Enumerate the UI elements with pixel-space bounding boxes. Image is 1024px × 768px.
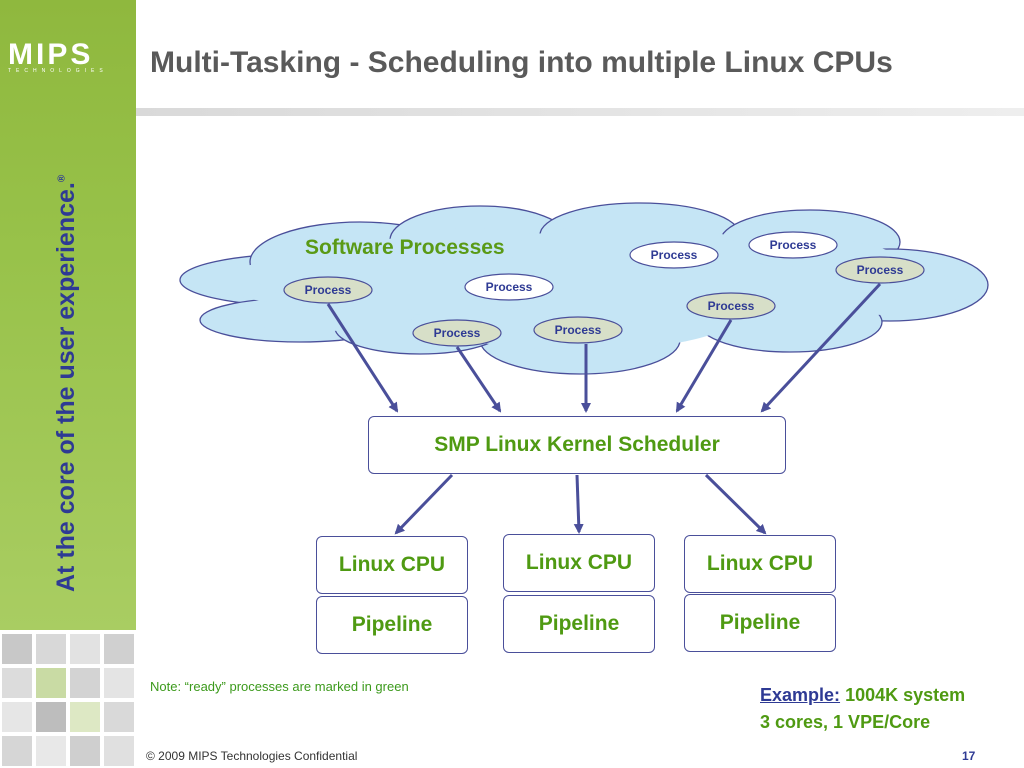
process-label: Process bbox=[555, 323, 602, 337]
footer-copyright: © 2009 MIPS Technologies Confidential bbox=[146, 749, 358, 763]
title-divider bbox=[136, 108, 1024, 116]
process-label: Process bbox=[434, 326, 481, 340]
pipeline-label: Pipeline bbox=[538, 612, 620, 635]
process-node: Process bbox=[686, 292, 776, 320]
cpu-label: Linux CPU bbox=[338, 553, 446, 576]
process-label: Process bbox=[708, 299, 755, 313]
logo-main-text: MIPS bbox=[8, 38, 94, 71]
process-node: Process bbox=[464, 273, 554, 301]
process-label: Process bbox=[651, 248, 698, 262]
logo-sub-text: TECHNOLOGIES bbox=[8, 68, 108, 74]
arrows bbox=[326, 282, 882, 535]
slide-title: Multi-Tasking - Scheduling into multiple… bbox=[150, 46, 893, 79]
cpu-label: Linux CPU bbox=[525, 551, 633, 574]
example-line1: 1004K system bbox=[845, 685, 966, 705]
process-node: Process bbox=[283, 276, 373, 304]
process-nodes: Process Process Process Process Process … bbox=[283, 231, 925, 347]
process-node: Process bbox=[533, 316, 623, 344]
cpu-box-2: Linux CPU bbox=[503, 534, 655, 592]
process-node: Process bbox=[835, 256, 925, 284]
process-label: Process bbox=[857, 263, 904, 277]
example-line2: 3 cores, 1 VPE/Core bbox=[760, 712, 931, 732]
pipeline-box-2: Pipeline bbox=[503, 595, 655, 653]
process-node: Process bbox=[412, 319, 502, 347]
pipeline-box-3: Pipeline bbox=[684, 594, 836, 652]
process-node: Process bbox=[748, 231, 838, 259]
page-number: 17 bbox=[962, 749, 976, 763]
cpu-label: Linux CPU bbox=[706, 552, 814, 575]
pipeline-label: Pipeline bbox=[719, 611, 801, 634]
cpu-box-1: Linux CPU bbox=[316, 536, 468, 594]
scheduler-label: SMP Linux Kernel Scheduler bbox=[434, 433, 720, 456]
process-label: Process bbox=[770, 238, 817, 252]
process-label: Process bbox=[486, 280, 533, 294]
process-node: Process bbox=[629, 241, 719, 269]
example-callout: Example: 1004K system 3 cores, 1 VPE/Cor… bbox=[760, 682, 965, 736]
mips-logo: MIPS TECHNOLOGIES bbox=[8, 38, 130, 75]
process-label: Process bbox=[305, 283, 352, 297]
cloud-label: Software Processes bbox=[305, 236, 505, 259]
pipeline-label: Pipeline bbox=[351, 613, 433, 636]
ready-note: Note: “ready” processes are marked in gr… bbox=[150, 679, 409, 694]
pipeline-box-1: Pipeline bbox=[316, 596, 468, 654]
decorative-grid bbox=[0, 630, 136, 768]
example-label: Example: bbox=[760, 685, 841, 705]
cpu-box-3: Linux CPU bbox=[684, 535, 836, 593]
sidebar-band: MIPS TECHNOLOGIES At the core of the use… bbox=[0, 0, 136, 630]
kernel-scheduler-box: SMP Linux Kernel Scheduler bbox=[368, 416, 786, 474]
